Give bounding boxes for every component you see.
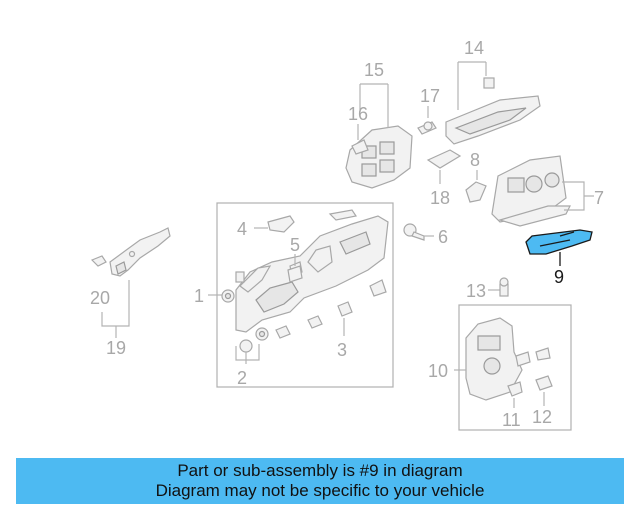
banner-line-1: Part or sub-assembly is #9 in diagram	[177, 461, 463, 480]
part-17-bolt	[417, 121, 437, 135]
part-7-bezel	[491, 155, 571, 227]
callout-4: 4	[237, 219, 247, 239]
part-3-fasteners	[275, 279, 387, 339]
info-banner: Part or sub-assembly is #9 in diagram Di…	[16, 458, 624, 504]
part-18-bracket	[426, 149, 462, 169]
part-13-bolt	[499, 277, 509, 297]
callout-10: 10	[428, 361, 448, 381]
group-box-lower-right	[458, 304, 572, 431]
part-11-clip	[507, 381, 523, 397]
callout-8: 8	[470, 150, 480, 170]
callout-3: 3	[337, 340, 347, 360]
callout-14: 14	[464, 38, 484, 58]
callout-9: 9	[554, 267, 564, 287]
callout-2: 2	[237, 368, 247, 388]
callout-1: 1	[194, 286, 204, 306]
leader-7	[562, 181, 594, 211]
callout-20: 20	[90, 288, 110, 308]
callout-12: 12	[532, 407, 552, 427]
callout-13: 13	[466, 281, 486, 301]
callout-11: 11	[502, 410, 521, 430]
part-12-clip	[535, 375, 553, 391]
callout-7: 7	[594, 188, 604, 208]
leader-15	[359, 83, 389, 128]
part-15-center-bracket	[345, 125, 413, 189]
part-1-lower-dash-panel	[235, 215, 389, 333]
part-5-clip	[287, 265, 303, 283]
callout-5: 5	[290, 235, 300, 255]
part-9-trim-panel-highlighted	[525, 229, 593, 255]
part-14-glove-box-door	[445, 77, 541, 145]
leader-14	[457, 61, 487, 110]
leader-2	[235, 344, 260, 364]
callout-19: 19	[106, 338, 126, 358]
part-10-console-panel	[465, 317, 551, 401]
callout-17: 17	[420, 86, 440, 106]
leader-19	[101, 280, 130, 338]
part-20-bracket	[90, 227, 171, 277]
part-2-nuts	[239, 327, 269, 353]
part-4-clip	[267, 209, 357, 233]
callout-16: 16	[348, 104, 368, 124]
part-8-clip	[465, 181, 487, 203]
callout-6: 6	[438, 227, 448, 247]
part-6-bolt	[403, 223, 425, 241]
callout-15: 15	[364, 60, 384, 80]
part-1-grommet	[221, 289, 235, 303]
banner-line-2: Diagram may not be specific to your vehi…	[155, 481, 485, 500]
callout-18: 18	[430, 188, 450, 208]
parts-diagram: 20 19 1 4 5 2 3	[90, 38, 604, 431]
